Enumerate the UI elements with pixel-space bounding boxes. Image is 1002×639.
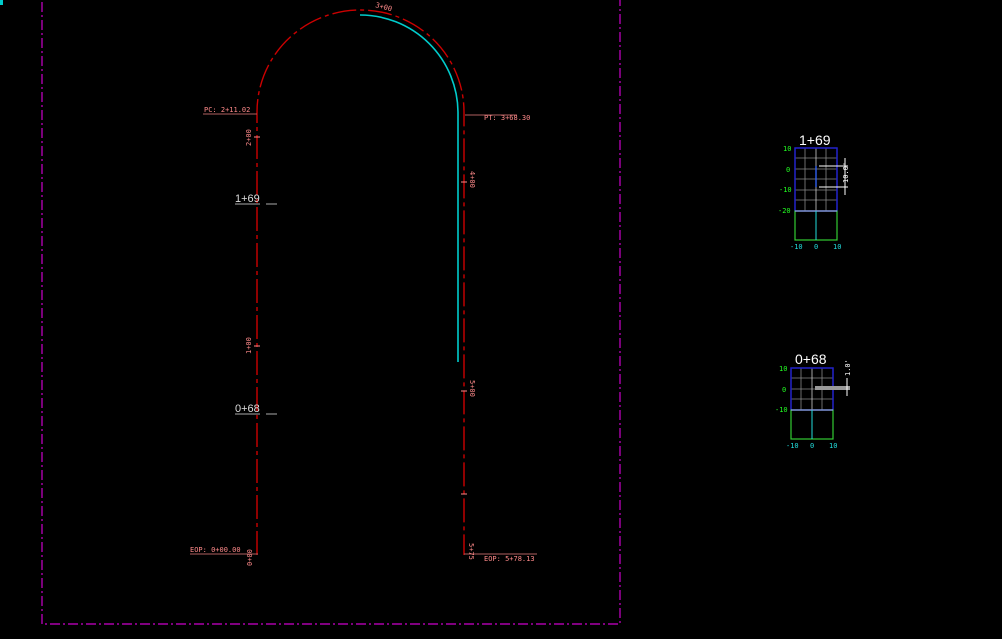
y-tick: 0	[782, 386, 786, 394]
cross-section-169[interactable]: 1+69 10.0' 10 0 -10 -20 -10 0 10	[778, 132, 850, 251]
x-tick: -10	[790, 243, 803, 251]
alignment-centerline[interactable]	[256, 9, 465, 555]
y-tick: 10	[783, 145, 791, 153]
station-label-200: 2+00	[245, 129, 253, 146]
station-label-500: 5+00	[468, 380, 476, 397]
pt-label: PT: 3+68.30	[484, 114, 530, 122]
eop-start-label: EOP: 0+00.00	[190, 546, 241, 554]
y-tick: -20	[778, 207, 791, 215]
station-label-575: 5+75	[467, 543, 475, 560]
x-tick: 0	[814, 243, 818, 251]
alignment-path[interactable]	[256, 9, 465, 555]
y-tick: 10	[779, 365, 787, 373]
x-tick: 10	[833, 243, 841, 251]
x-tick: 0	[810, 442, 814, 450]
section-marker-169[interactable]: 1+69	[235, 193, 260, 205]
x-tick: 10	[829, 442, 837, 450]
sheet-frame	[41, 0, 621, 625]
section-marker-068[interactable]: 0+68	[235, 403, 260, 415]
y-tick: -10	[775, 406, 788, 414]
y-tick: 0	[786, 166, 790, 174]
y-tick: -10	[779, 186, 792, 194]
corner-marker	[0, 0, 3, 5]
section-title: 1+69	[799, 132, 831, 148]
section-title: 0+68	[795, 351, 827, 367]
station-label-100: 1+00	[245, 337, 253, 354]
dimension-label: 10.0'	[842, 162, 850, 183]
eop-end-label: EOP: 5+78.13	[484, 555, 535, 563]
offset-line[interactable]	[359, 14, 459, 362]
cross-section-068[interactable]: 0+68 1.0' 10 0 -10 -10 0 10	[775, 351, 852, 450]
x-tick: -10	[786, 442, 799, 450]
station-label-400: 4+00	[468, 171, 476, 188]
dimension-label: 1.0'	[844, 359, 852, 376]
pc-label: PC: 2+11.02	[204, 106, 250, 114]
station-label-000: 0+00	[246, 549, 254, 566]
